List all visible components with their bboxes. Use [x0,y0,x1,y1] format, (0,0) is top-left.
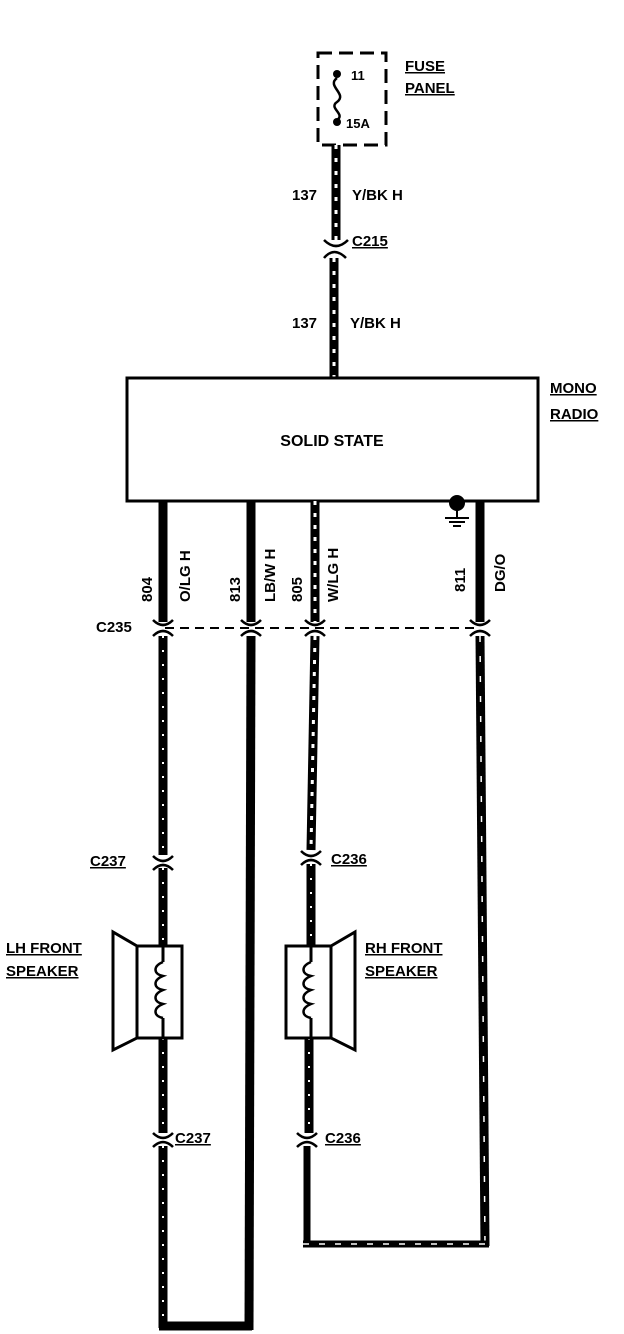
wire-804-circuit: 804 [139,576,156,602]
rh-speaker-label-line2: SPEAKER [365,963,438,980]
rh-speaker-coil-icon [302,960,316,1020]
rh-front-speaker: RH FRONT SPEAKER [284,929,443,1053]
wire-813-circuit: 813 [227,577,244,602]
wire-805-color: W/LG H [325,548,342,602]
mono-radio: SOLID STATE MONO RADIO [125,376,599,527]
c237-upper-icon [152,855,174,863]
wire-813-color: LB/W H [262,549,279,602]
fuse-panel-title-line2: PANEL [405,80,455,97]
c237-lower-label: C237 [175,1130,211,1147]
lh-speaker-label-line2: SPEAKER [6,963,79,980]
c237-lower-icon [152,1132,174,1140]
lh-speaker-label-line1: LH FRONT [6,940,82,957]
wire-804-color: O/LG H [177,550,194,602]
fuse-panel-title-line1: FUSE [405,58,445,75]
ground-point [449,495,465,511]
lh-speaker-cone-icon [111,929,139,1053]
radio-title-line1: MONO [550,380,597,397]
fuse-panel-boundary [316,51,388,147]
c236-upper-label: C236 [331,851,367,868]
c237-upper-label: C237 [90,853,126,870]
wire-811-color: DG/O [492,553,509,592]
c215-label: C215 [352,233,388,250]
radio-body-text: SOLID STATE [280,433,384,450]
wire-805-circuit: 805 [289,577,306,602]
c236-lower-label: C236 [325,1130,361,1147]
feed-wire-137: C215 137 Y/BK H 137 Y/BK H [292,145,403,378]
fuse-panel: 11 15A FUSE PANEL [316,51,455,147]
c215-connector-icon [323,239,349,248]
feed-color-lower: Y/BK H [350,315,401,332]
c236-lower-icon [296,1132,318,1140]
wire-813 [240,501,262,1331]
radio-box [125,376,540,503]
feed-circuit-lower: 137 [292,315,317,332]
wire-804: C237 C237 [90,501,252,1331]
fuse-terminal-top [333,70,341,78]
output-wire-labels: 804 O/LG H 813 LB/W H 805 W/LG H 811 DG/… [139,548,509,602]
rh-speaker-label-line1: RH FRONT [365,940,443,957]
fuse-rating: 15A [346,116,370,131]
radio-title-line2: RADIO [550,406,599,423]
wire-811-circuit: 811 [452,568,469,592]
lh-speaker-coil-icon [154,960,168,1020]
wire-805: C236 C236 [296,501,367,1246]
feed-circuit-upper: 137 [292,187,317,204]
fuse-terminal-bottom [333,118,341,126]
lh-front-speaker: LH FRONT SPEAKER [6,929,184,1053]
c235-connector: C235 [96,619,480,636]
fuse-element-icon [332,76,342,122]
rh-speaker-cone-icon [329,929,357,1053]
fuse-number: 11 [351,68,365,83]
c236-upper-icon [300,850,322,858]
wire-811 [303,501,491,1248]
c235-label: C235 [96,619,132,636]
feed-color-upper: Y/BK H [352,187,403,204]
